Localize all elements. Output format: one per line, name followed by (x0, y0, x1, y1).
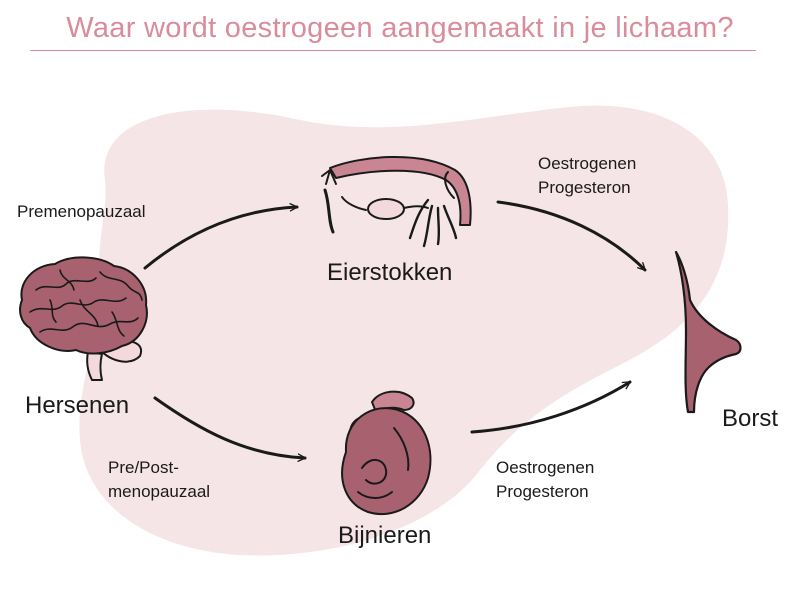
arrow-hersenen-bijnieren (153, 396, 307, 462)
page-title: Waar wordt oestrogeen aangemaakt in je l… (66, 12, 734, 44)
node-label-hersenen: Hersenen (25, 392, 130, 419)
edge-label-ovary-hormone-2: Progesteron (538, 178, 631, 197)
arrow-eierstokken-borst (496, 200, 647, 272)
node-label-borst: Borst (722, 405, 779, 432)
adrenal-kidney-icon (341, 390, 432, 516)
node-label-bijnieren: Bijnieren (338, 522, 432, 549)
edge-label-adrenal-hormone-1: Oestrogenen (496, 458, 595, 477)
title-underline (30, 50, 756, 51)
arrow-hersenen-eierstokken (143, 203, 299, 270)
edge-label-pre-post-line2: menopauzaal (108, 482, 211, 501)
brain-icon (19, 256, 148, 381)
edge-label-premenopauzaal: Premenopauzaal (17, 202, 146, 221)
node-label-eierstokken: Eierstokken (327, 259, 453, 286)
breast-icon (674, 250, 742, 414)
edge-label-adrenal-hormone-2: Progesteron (496, 482, 589, 501)
edge-label-pre-post-line1: Pre/Post- (108, 458, 179, 477)
edge-label-ovary-hormone-1: Oestrogenen (538, 154, 637, 173)
ovaries-uterus-icon (321, 156, 472, 248)
arrow-bijnieren-borst (470, 380, 632, 434)
